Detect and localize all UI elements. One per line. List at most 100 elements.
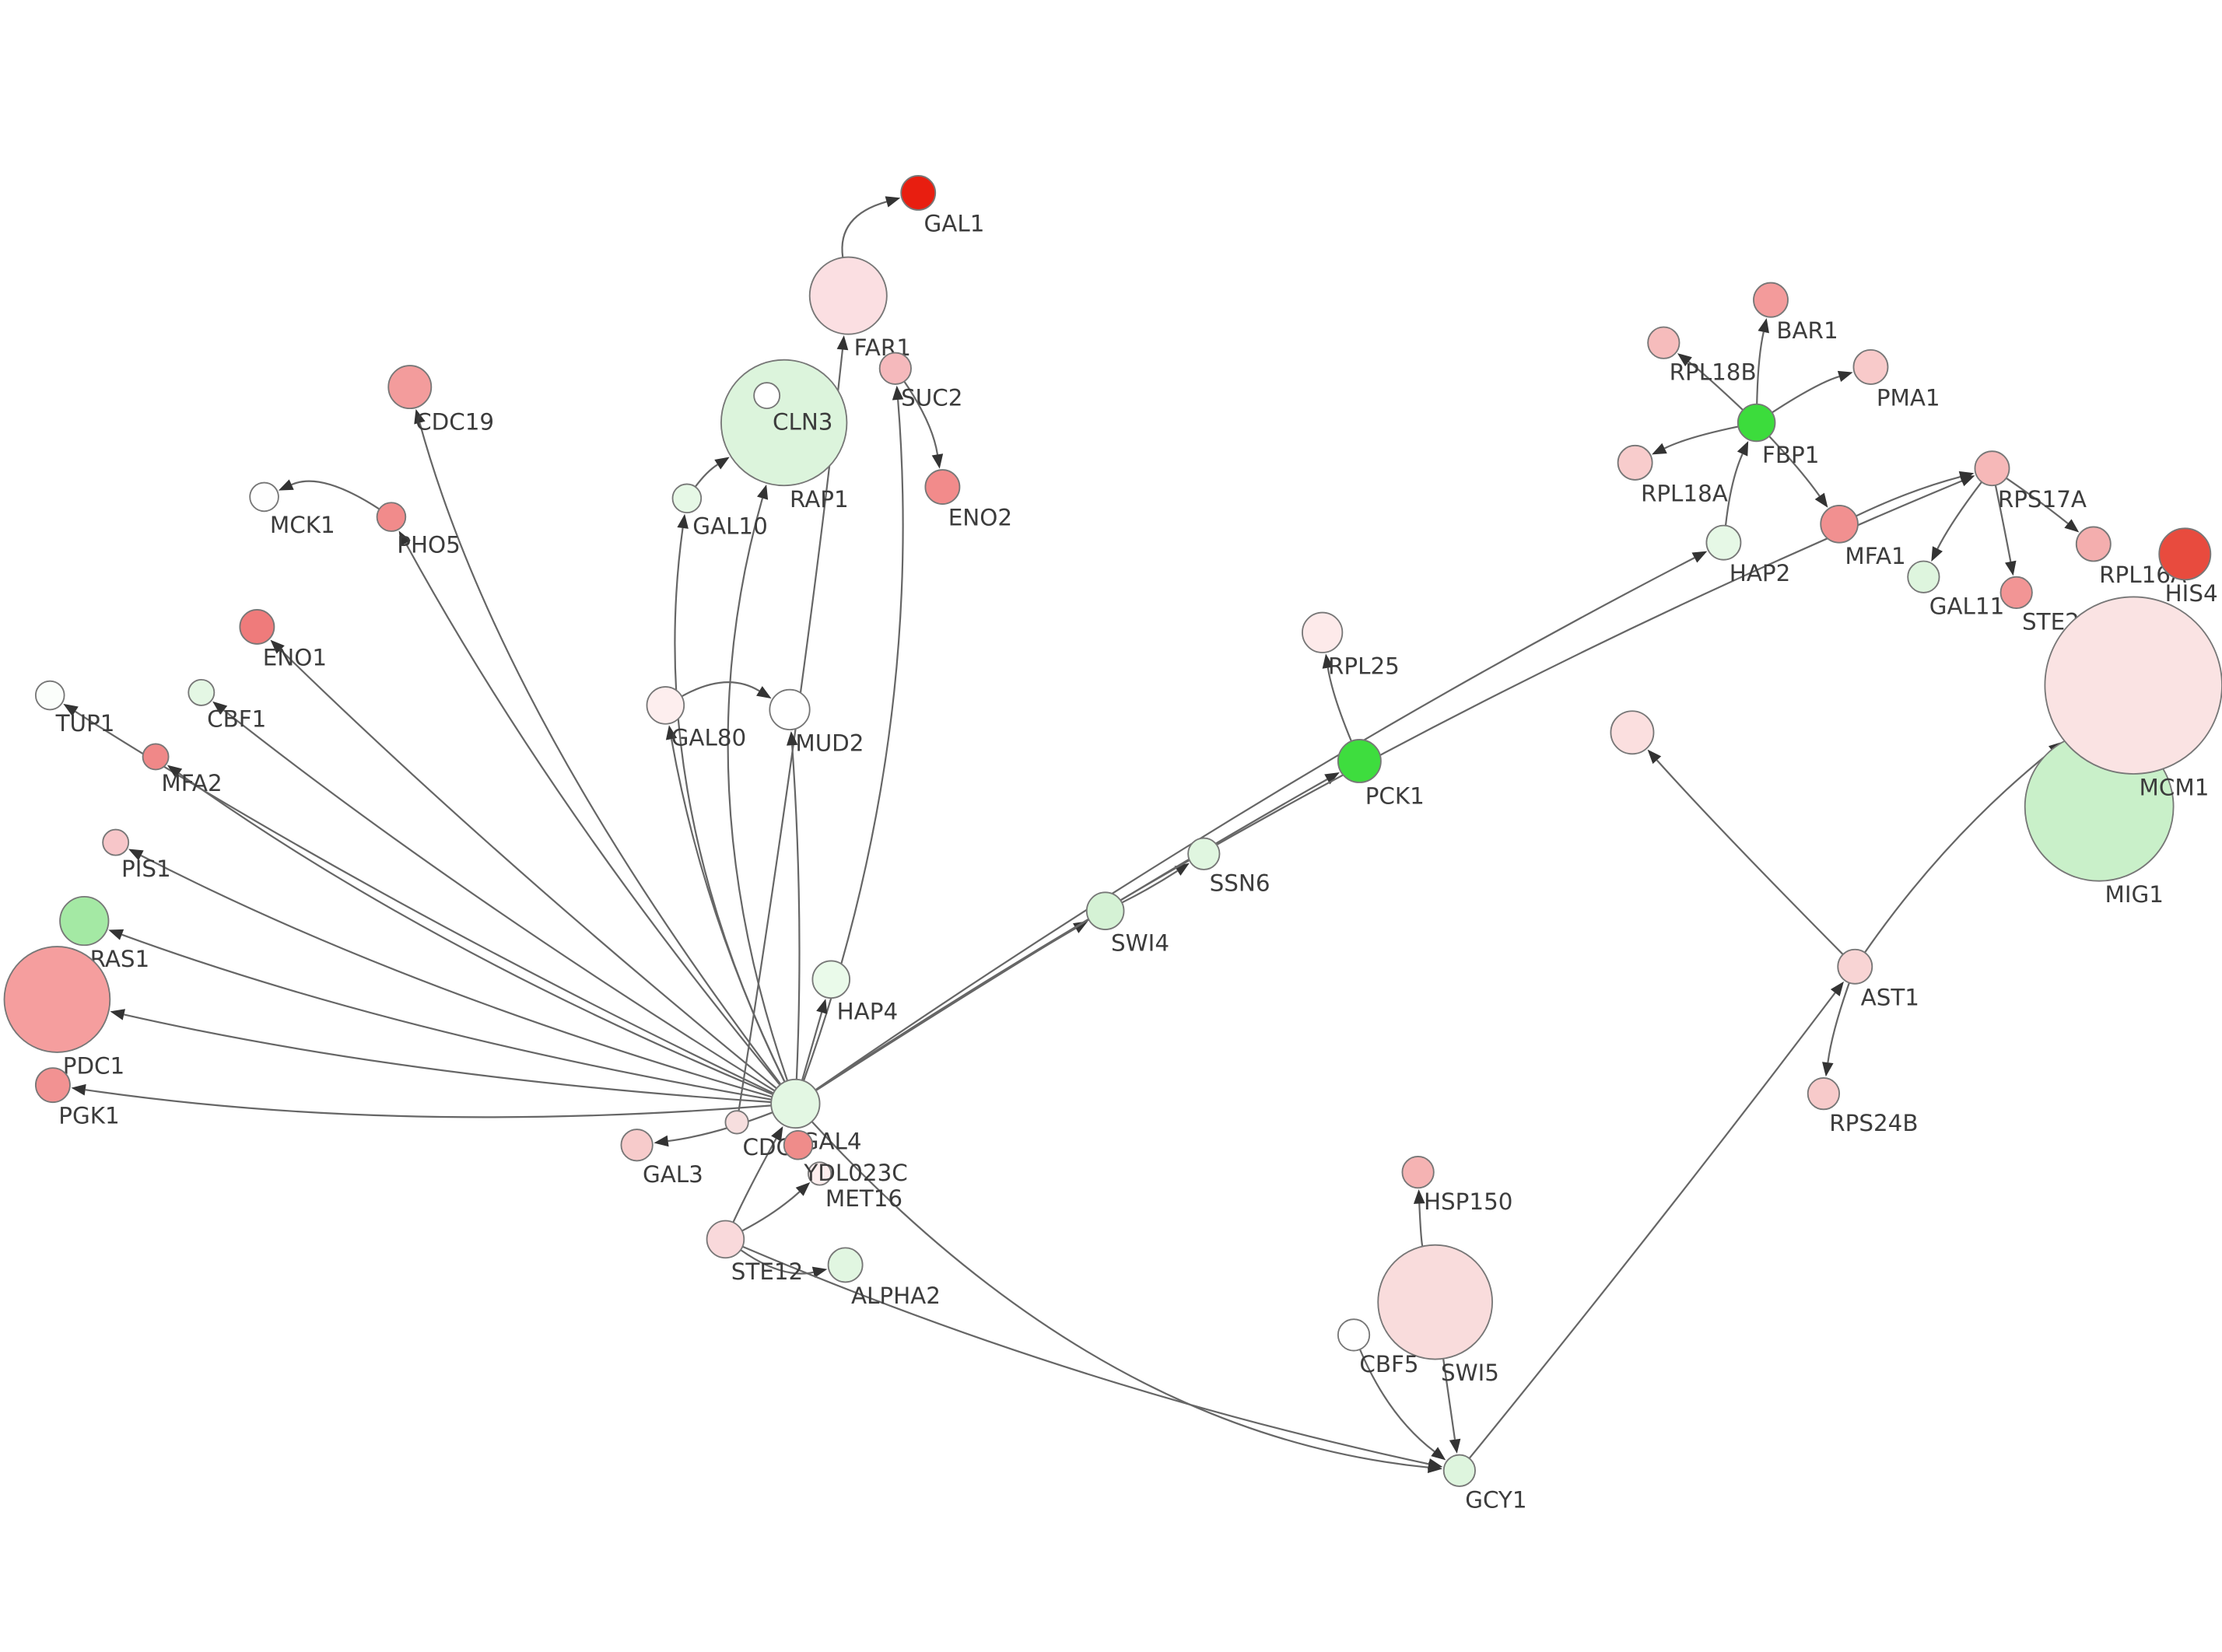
- node-PHO5[interactable]: [376, 502, 407, 532]
- edge-line[interactable]: [1468, 992, 1836, 1459]
- edge-GAL4-GAL3[interactable]: [654, 1111, 773, 1147]
- edge-FBP1-PMA1[interactable]: [1772, 370, 1853, 414]
- edge-line[interactable]: [1768, 436, 1821, 497]
- edge-line[interactable]: [291, 480, 380, 510]
- edge-PCK1-RPL25[interactable]: [1322, 653, 1352, 742]
- edge-line[interactable]: [694, 464, 718, 488]
- edge-line[interactable]: [419, 422, 782, 1085]
- node-PMA1[interactable]: [1852, 348, 1889, 385]
- edge-line[interactable]: [742, 1245, 1429, 1465]
- node-CBF1[interactable]: [188, 678, 216, 706]
- edge-line[interactable]: [405, 542, 781, 1086]
- node-GAL11[interactable]: [1907, 560, 1940, 593]
- edge-line[interactable]: [279, 649, 777, 1090]
- node-GAL10[interactable]: [671, 483, 703, 514]
- edge-RPS17A-GAL11[interactable]: [1931, 481, 1982, 562]
- node-RPL18A[interactable]: [1617, 444, 1653, 481]
- edge-line[interactable]: [1772, 375, 1840, 414]
- node-RPS24B[interactable]: [1807, 1077, 1841, 1111]
- node-SUC2[interactable]: [878, 352, 912, 385]
- edge-line[interactable]: [178, 772, 773, 1096]
- edge-SUC2-ENO2[interactable]: [903, 380, 944, 469]
- node-GCY1[interactable]: [1442, 1454, 1476, 1487]
- edge-FAR1-GAL1[interactable]: [841, 196, 901, 258]
- node-HSP150[interactable]: [1401, 1155, 1435, 1189]
- edge-line[interactable]: [1664, 425, 1739, 450]
- node-HIS4[interactable]: [2158, 527, 2212, 581]
- node-CDC19[interactable]: [387, 365, 433, 410]
- edge-line[interactable]: [75, 710, 774, 1094]
- edge-SWI4-SSN6[interactable]: [1121, 863, 1190, 904]
- node-GAL3[interactable]: [620, 1129, 654, 1162]
- edge-GAL4-TUP1[interactable]: [63, 703, 774, 1094]
- edge-FBP1-BAR1[interactable]: [1756, 317, 1769, 404]
- edge-line[interactable]: [223, 709, 776, 1092]
- node-GAL1[interactable]: [900, 175, 937, 211]
- edge-PHO5-MCK1[interactable]: [278, 479, 380, 510]
- edge-GAL4-CDC19[interactable]: [414, 408, 782, 1085]
- edge-line[interactable]: [1994, 485, 2012, 562]
- node-RPS17A[interactable]: [1974, 450, 2010, 487]
- node-ENO2[interactable]: [924, 469, 961, 506]
- edge-line[interactable]: [670, 739, 786, 1083]
- node-CDC9[interactable]: [724, 1110, 749, 1135]
- node-RPL25[interactable]: [1302, 611, 1344, 653]
- node-RAS1[interactable]: [59, 895, 110, 947]
- node-MFA2[interactable]: [142, 743, 170, 771]
- edge-line[interactable]: [674, 527, 786, 1083]
- edge-line[interactable]: [121, 933, 772, 1101]
- node-SWI5[interactable]: [1377, 1244, 1493, 1360]
- node-MET16[interactable]: [807, 1161, 832, 1186]
- edge-line[interactable]: [1656, 759, 1844, 955]
- edge-line[interactable]: [815, 557, 1695, 1091]
- node-NODE1[interactable]: [1610, 710, 1655, 755]
- node-FAR1[interactable]: [808, 256, 888, 335]
- edge-line[interactable]: [2006, 477, 2069, 524]
- edge-line[interactable]: [124, 1013, 772, 1104]
- node-ENO1[interactable]: [239, 609, 275, 645]
- node-FBP1[interactable]: [1737, 403, 1776, 443]
- node-PIS1[interactable]: [102, 828, 130, 856]
- edge-line[interactable]: [668, 1111, 773, 1143]
- node-RAP1[interactable]: [720, 359, 848, 487]
- edge-GAL4-ENO1[interactable]: [270, 639, 777, 1090]
- edge-line[interactable]: [1936, 481, 1982, 550]
- node-HAP4[interactable]: [811, 960, 851, 999]
- edge-line[interactable]: [1327, 667, 1352, 742]
- edge-GAL4-RAP1[interactable]: [727, 484, 789, 1081]
- edge-line[interactable]: [791, 745, 801, 1080]
- edge-line[interactable]: [681, 681, 760, 698]
- node-CLN3[interactable]: [753, 382, 781, 410]
- node-PDC1[interactable]: [3, 946, 111, 1053]
- edge-GAL4-PDC1[interactable]: [110, 1009, 772, 1104]
- edge-STE12-MET16[interactable]: [741, 1181, 811, 1232]
- node-PCK1[interactable]: [1337, 739, 1382, 783]
- edge-GAL4-PIS1[interactable]: [128, 849, 773, 1098]
- edge-GCY1-AST1[interactable]: [1468, 981, 1844, 1459]
- node-STE2[interactable]: [1999, 576, 2033, 610]
- node-MUD2[interactable]: [769, 688, 811, 731]
- edge-GAL4-CBF1[interactable]: [212, 701, 776, 1092]
- edge-line[interactable]: [85, 1089, 772, 1118]
- edge-GAL4-HAP4[interactable]: [801, 999, 828, 1081]
- node-MCK1[interactable]: [249, 481, 279, 513]
- edge-line[interactable]: [1864, 750, 2053, 954]
- edge-line[interactable]: [903, 380, 939, 455]
- edge-CBF5-GCY1[interactable]: [1358, 1349, 1446, 1461]
- edge-GAL4-GAL80[interactable]: [665, 725, 786, 1083]
- node-SSN6[interactable]: [1187, 837, 1221, 870]
- node-TUP1[interactable]: [34, 680, 65, 711]
- node-GAL80[interactable]: [646, 686, 685, 725]
- node-MFA1[interactable]: [1820, 505, 1859, 544]
- edge-FBP1-RPL18A[interactable]: [1652, 425, 1739, 455]
- node-ALPHA2[interactable]: [827, 1247, 864, 1283]
- edge-line[interactable]: [1358, 1349, 1435, 1453]
- edge-SWI5-HSP150[interactable]: [1413, 1189, 1425, 1247]
- edge-line[interactable]: [811, 1121, 1428, 1468]
- node-SWI4[interactable]: [1085, 891, 1125, 930]
- edge-GAL80-MUD2[interactable]: [681, 681, 772, 699]
- node-HAP2[interactable]: [1705, 524, 1742, 561]
- edge-GAL4-PHO5[interactable]: [398, 530, 781, 1086]
- edge-SWI5-GCY1[interactable]: [1442, 1358, 1461, 1454]
- edge-FBP1-RPL18B[interactable]: [1677, 353, 1744, 411]
